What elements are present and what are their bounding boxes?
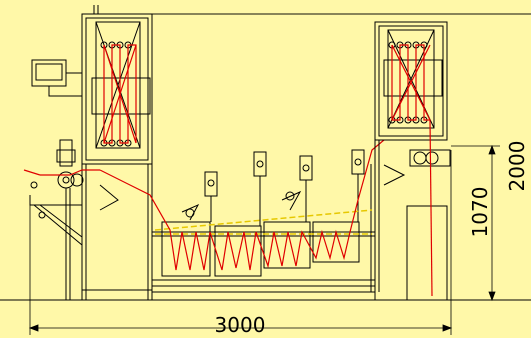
dip-section-web (23, 139, 385, 271)
right-tower-web (391, 44, 431, 121)
outlet-cabinet (406, 205, 448, 301)
dip-tank-3 (263, 155, 313, 269)
dancer-arms (99, 164, 406, 221)
dimension-overall-height: 2000 (505, 141, 529, 192)
dimension-height-to-rail: 1070 (468, 187, 492, 238)
outlet-web (429, 119, 433, 297)
dimension-overall-length: 3000 (215, 313, 266, 337)
control-panel (31, 59, 82, 97)
dimension-lines (28, 13, 531, 335)
left-tower-web (103, 44, 137, 144)
dip-tank-2 (214, 151, 267, 277)
